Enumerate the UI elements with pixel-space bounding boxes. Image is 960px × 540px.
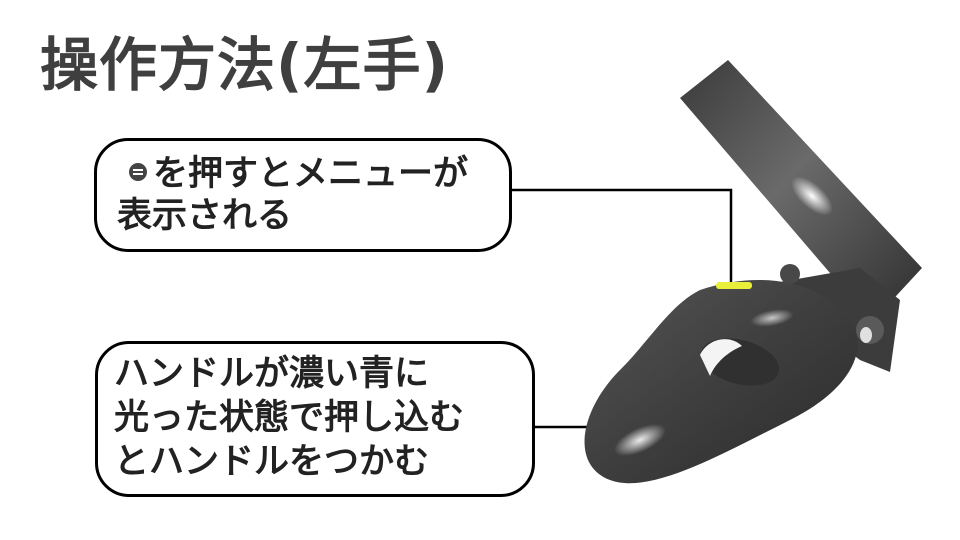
menu-callout: を押すとメニューが 表示される (94, 138, 512, 252)
grip-callout-text-1: ハンドルが濃い青に (114, 354, 430, 394)
menu-callout-line-1: を押すとメニューが (117, 153, 509, 195)
grip-trackpad (700, 338, 780, 386)
menu-button-icon (129, 163, 147, 181)
menu-callout-text-2: 表示される (117, 196, 293, 236)
vr-controller-illustration (584, 60, 922, 484)
controller-arm (680, 60, 922, 322)
menu-callout-text-1: を押すとメニューが (153, 154, 469, 194)
menu-leader-line (512, 188, 733, 284)
grip-callout-text-2: 光った状態で押し込む (114, 398, 465, 438)
grip-callout: ハンドルが濃い青に 光った状態で押し込む とハンドルをつかむ (95, 341, 535, 497)
controller-top-button (780, 264, 800, 284)
controller-handle (584, 280, 858, 484)
menu-button-highlight (716, 282, 752, 289)
grip-callout-text-3: とハンドルをつかむ (114, 442, 430, 482)
slide-title: 操作方法(左手) (40, 31, 450, 99)
